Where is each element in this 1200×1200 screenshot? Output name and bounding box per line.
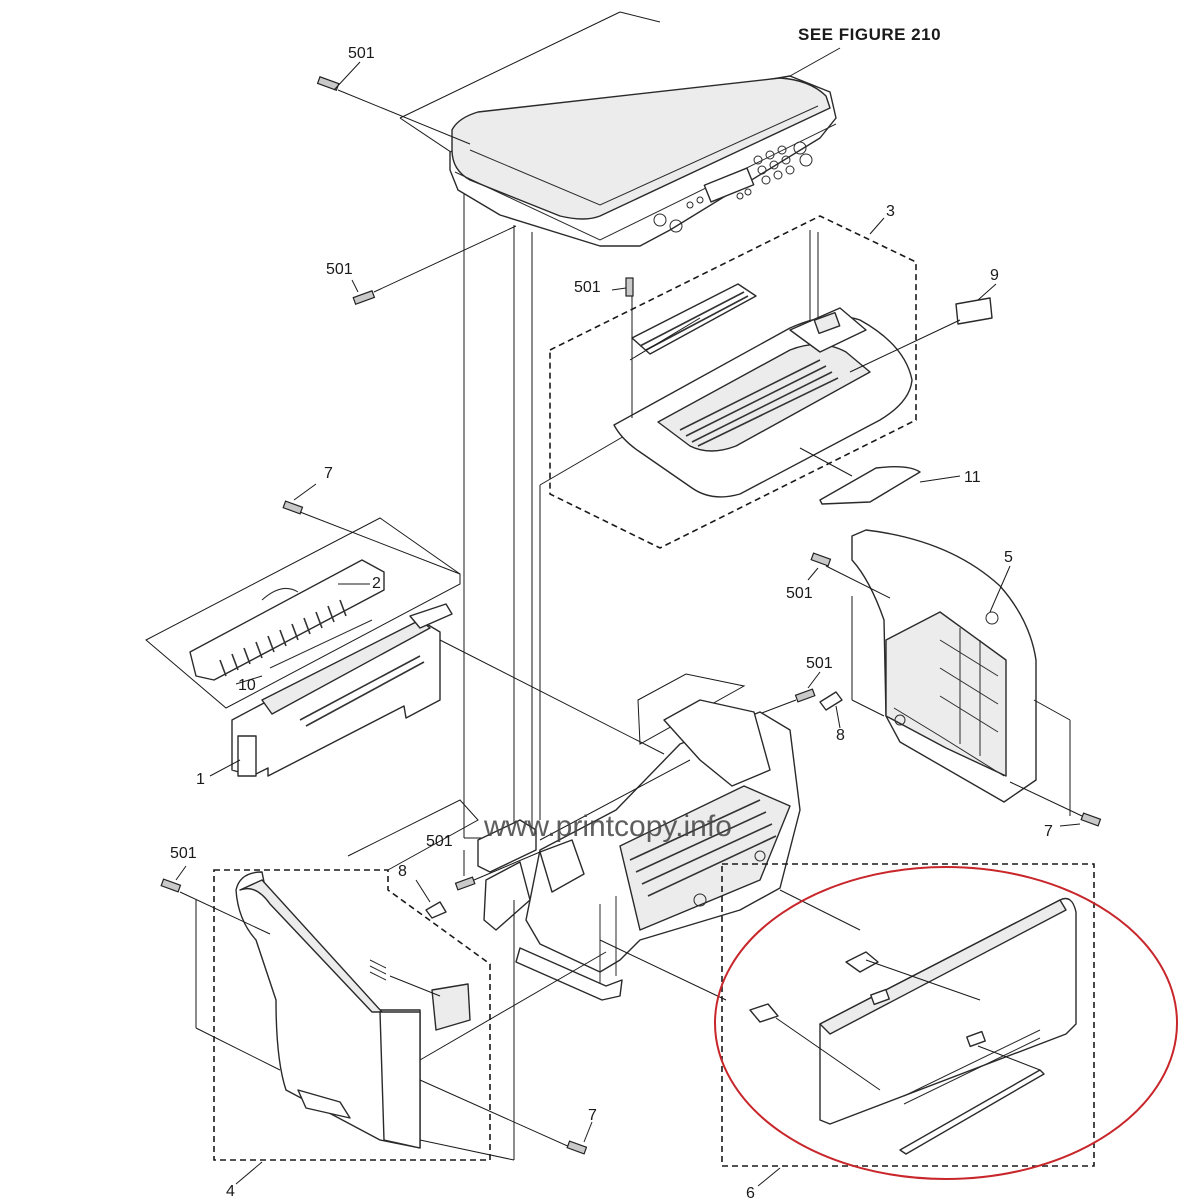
callout-3: 3 (886, 203, 895, 220)
part-10-strip (235, 619, 373, 685)
part-6-front-cover (749, 897, 1077, 1155)
leader-4-to-chassis (419, 951, 607, 1061)
callout-1: 1 (196, 771, 205, 788)
see-figure-note: SEE FIGURE 210 (798, 25, 941, 44)
part-2-cover (189, 559, 385, 681)
label-sheet-9 (849, 283, 997, 373)
main-chassis (477, 699, 801, 1001)
screw-icon (753, 671, 821, 717)
screw-icon (316, 61, 471, 145)
callout-4: 4 (226, 1183, 235, 1200)
see-figure-leader (789, 47, 841, 77)
screw-icon (611, 277, 634, 297)
leader-3 (869, 217, 885, 235)
part-5-side-cover (851, 529, 1037, 803)
upper-frame-assembly (613, 230, 913, 498)
scanner-unit (449, 75, 837, 247)
leader-chassis-part6-b (779, 889, 861, 931)
leader-5-low (851, 699, 885, 717)
callout-7-right: 7 (1044, 823, 1053, 840)
callout-11: 11 (964, 469, 981, 486)
screw-icon (454, 850, 541, 891)
screw-icon (160, 865, 271, 935)
callout-10: 10 (238, 677, 256, 694)
callout-6: 6 (746, 1185, 755, 1200)
callout-8-left: 8 (398, 863, 407, 880)
callout-9: 9 (990, 267, 999, 284)
pin-icon (819, 691, 843, 729)
leader-4-left (195, 1027, 281, 1071)
leader-4-bottom (419, 1139, 515, 1161)
group-6-outline (721, 863, 1095, 1167)
watermark-text: www.printcopy.info (483, 810, 732, 843)
callout-501-top: 501 (348, 45, 375, 62)
screw-icon (1009, 781, 1102, 827)
part-4-front-cover (235, 871, 471, 1149)
callout-7-bottom: 7 (588, 1107, 597, 1124)
label-sheet-11 (799, 447, 961, 505)
chassis-plane (637, 673, 746, 745)
callout-8-right: 8 (836, 727, 845, 744)
leader-chassis-upper (539, 759, 691, 841)
screw-icon (351, 225, 517, 306)
callout-501-center: 501 (806, 655, 833, 672)
leader-4-screw (419, 1079, 573, 1149)
leader-4-num (235, 1161, 263, 1185)
callout-7-top: 7 (324, 465, 333, 482)
callout-501-right: 501 (786, 585, 813, 602)
callout-501-lowleft: 501 (170, 845, 197, 862)
leader-left-chassis (439, 639, 665, 755)
screw-icon (282, 483, 461, 575)
part-1-frame (209, 603, 453, 777)
callout-2: 2 (372, 575, 381, 592)
scanner-keypad (653, 141, 813, 233)
pin-icon (415, 879, 447, 919)
group-4-plane (347, 799, 479, 871)
callout-5: 5 (1004, 549, 1013, 566)
group-3-outline (549, 215, 917, 549)
left-assembly-plane (145, 517, 461, 709)
callout-501-mid: 501 (574, 279, 601, 296)
leader-chassis-part6 (599, 939, 727, 1001)
screw-icon (807, 552, 891, 599)
screw-icon (566, 1121, 593, 1155)
leader-6-num (757, 1167, 781, 1187)
highlight-circle (714, 866, 1178, 1180)
callout-501-left: 501 (326, 261, 353, 278)
leader-5-right (1033, 699, 1071, 721)
